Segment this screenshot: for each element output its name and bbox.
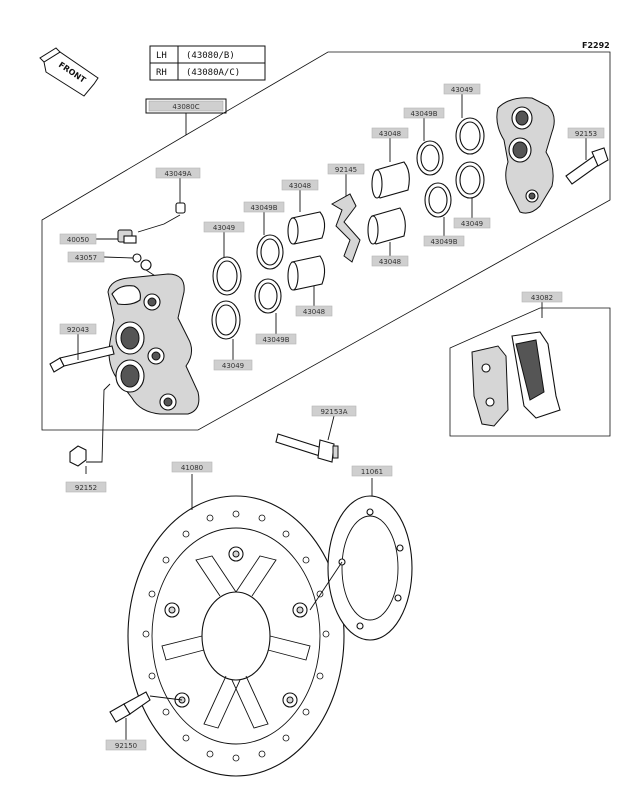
callout-92150: 92150 [105,739,147,751]
bolt-92153-part [565,147,609,185]
page-code: F2292 [582,41,610,50]
callout-43082: 43082 [521,291,563,303]
disc-spokes [161,555,311,729]
callout-43049B-left: 43049B [243,201,285,213]
seal-43049B-left [256,234,284,270]
callout-text-43049-left-top: 43049 [213,224,235,232]
callout-text-43048-right: 43048 [379,258,401,266]
callout-text-92152: 92152 [75,484,97,492]
callout-text-43049-left-bottom: 43049 [222,362,244,370]
callout-text-43048-lower: 43048 [303,308,325,316]
callout-43048-right: 43048 [371,255,409,267]
callout-92152: 92152 [65,481,107,493]
assembly-label-tag: 43080C [145,98,227,114]
callout-43057: 43057 [67,251,105,263]
callout-text-43049B-lower: 43049B [262,336,289,344]
variant-row-rh-side: RH [156,68,167,78]
bleeder-cap-part [175,202,186,214]
callout-text-92153A: 92153A [320,408,347,416]
leader-92150-b [149,695,183,701]
piston-43048-mid [371,161,410,199]
seal-43049-left-bottom [211,300,241,340]
caliper-right-half [496,97,555,214]
callout-40050: 40050 [59,233,97,245]
callout-text-43048-mid: 43048 [379,130,401,138]
brake-disc-part [127,495,345,777]
nut-92152-part [69,445,87,467]
leader-11061-b [309,561,343,611]
callout-43049B-center: 43049B [423,235,465,247]
callout-43049-right: 43049 [453,217,491,229]
callout-text-40050: 40050 [67,236,89,244]
variant-row-lh-code: (43080/B) [186,51,235,61]
leader-43049A-b [137,214,181,233]
seal-43049-left-top [212,256,242,296]
variant-table: LH (43080/B) RH (43080A/C) [149,45,266,81]
callout-text-11061: 11061 [361,468,383,476]
leader-92153A [327,415,335,441]
assembly-outline [41,51,611,431]
callout-text-43049A: 43049A [164,170,191,178]
leader-92152 [86,383,111,463]
callout-text-92153: 92153 [575,130,597,138]
callout-43048-upper: 43048 [281,179,319,191]
callout-text-43082: 43082 [531,294,553,302]
seal-43049B-center [254,278,282,314]
front-arrow-icon: FRONT [39,47,99,97]
seal-43049-right [455,161,485,199]
bleeder-screw-part [117,229,152,271]
caliper-left-half [107,273,200,415]
callout-43049B-mid: 43049B [403,107,445,119]
callout-text-43049B-left: 43049B [250,204,277,212]
callout-43049-top: 43049 [443,83,481,95]
seal-43049B-mid [416,140,444,176]
variant-row-rh-code: (43080A/C) [186,68,240,78]
disc-holes [142,510,330,762]
callout-text-43049-top: 43049 [451,86,473,94]
callout-43049B-lower: 43049B [255,333,297,345]
variant-row-lh-side: LH [156,51,167,61]
callout-43049-left-bottom: 43049 [213,359,253,371]
callout-41080: 41080 [171,461,213,473]
callout-92145: 92145 [327,163,365,175]
callout-43049A: 43049A [155,167,201,179]
leader-43057 [103,256,134,259]
callout-43049-left-top: 43049 [203,221,245,233]
callout-text-43049B-center: 43049B [430,238,457,246]
callout-text-43049-right: 43049 [461,220,483,228]
gasket-11061-part [327,495,413,641]
callout-text-43057: 43057 [75,254,97,262]
callout-text-43048-upper: 43048 [289,182,311,190]
bolt-92043-part [49,345,115,373]
bolt-92153A-part [275,433,339,463]
callout-text-41080: 41080 [181,464,203,472]
disc-bolt-92150-part [109,691,151,723]
callout-43048-lower: 43048 [295,305,333,317]
callout-text-92043: 92043 [67,326,89,334]
callout-92153: 92153 [567,127,605,139]
piston-43048-lower [287,255,326,291]
brake-pads-part [471,331,561,427]
spring-92145-part [331,193,361,263]
callout-text-92150: 92150 [115,742,137,750]
callout-92153A: 92153A [311,405,357,417]
callout-43048-mid: 43048 [371,127,409,139]
callout-11061: 11061 [351,465,393,477]
brake-pad-box [449,307,611,437]
piston-43048-right [367,207,406,245]
seal-43049-top [455,117,485,155]
callout-92043: 92043 [59,323,97,335]
disc-carrier-bolts [164,546,308,708]
assembly-label: 43080C [172,103,199,111]
piston-43048-upper [287,211,326,245]
callout-text-92145: 92145 [335,166,357,174]
seal-43049B-right [424,182,452,218]
callout-text-43049B-mid: 43049B [410,110,437,118]
